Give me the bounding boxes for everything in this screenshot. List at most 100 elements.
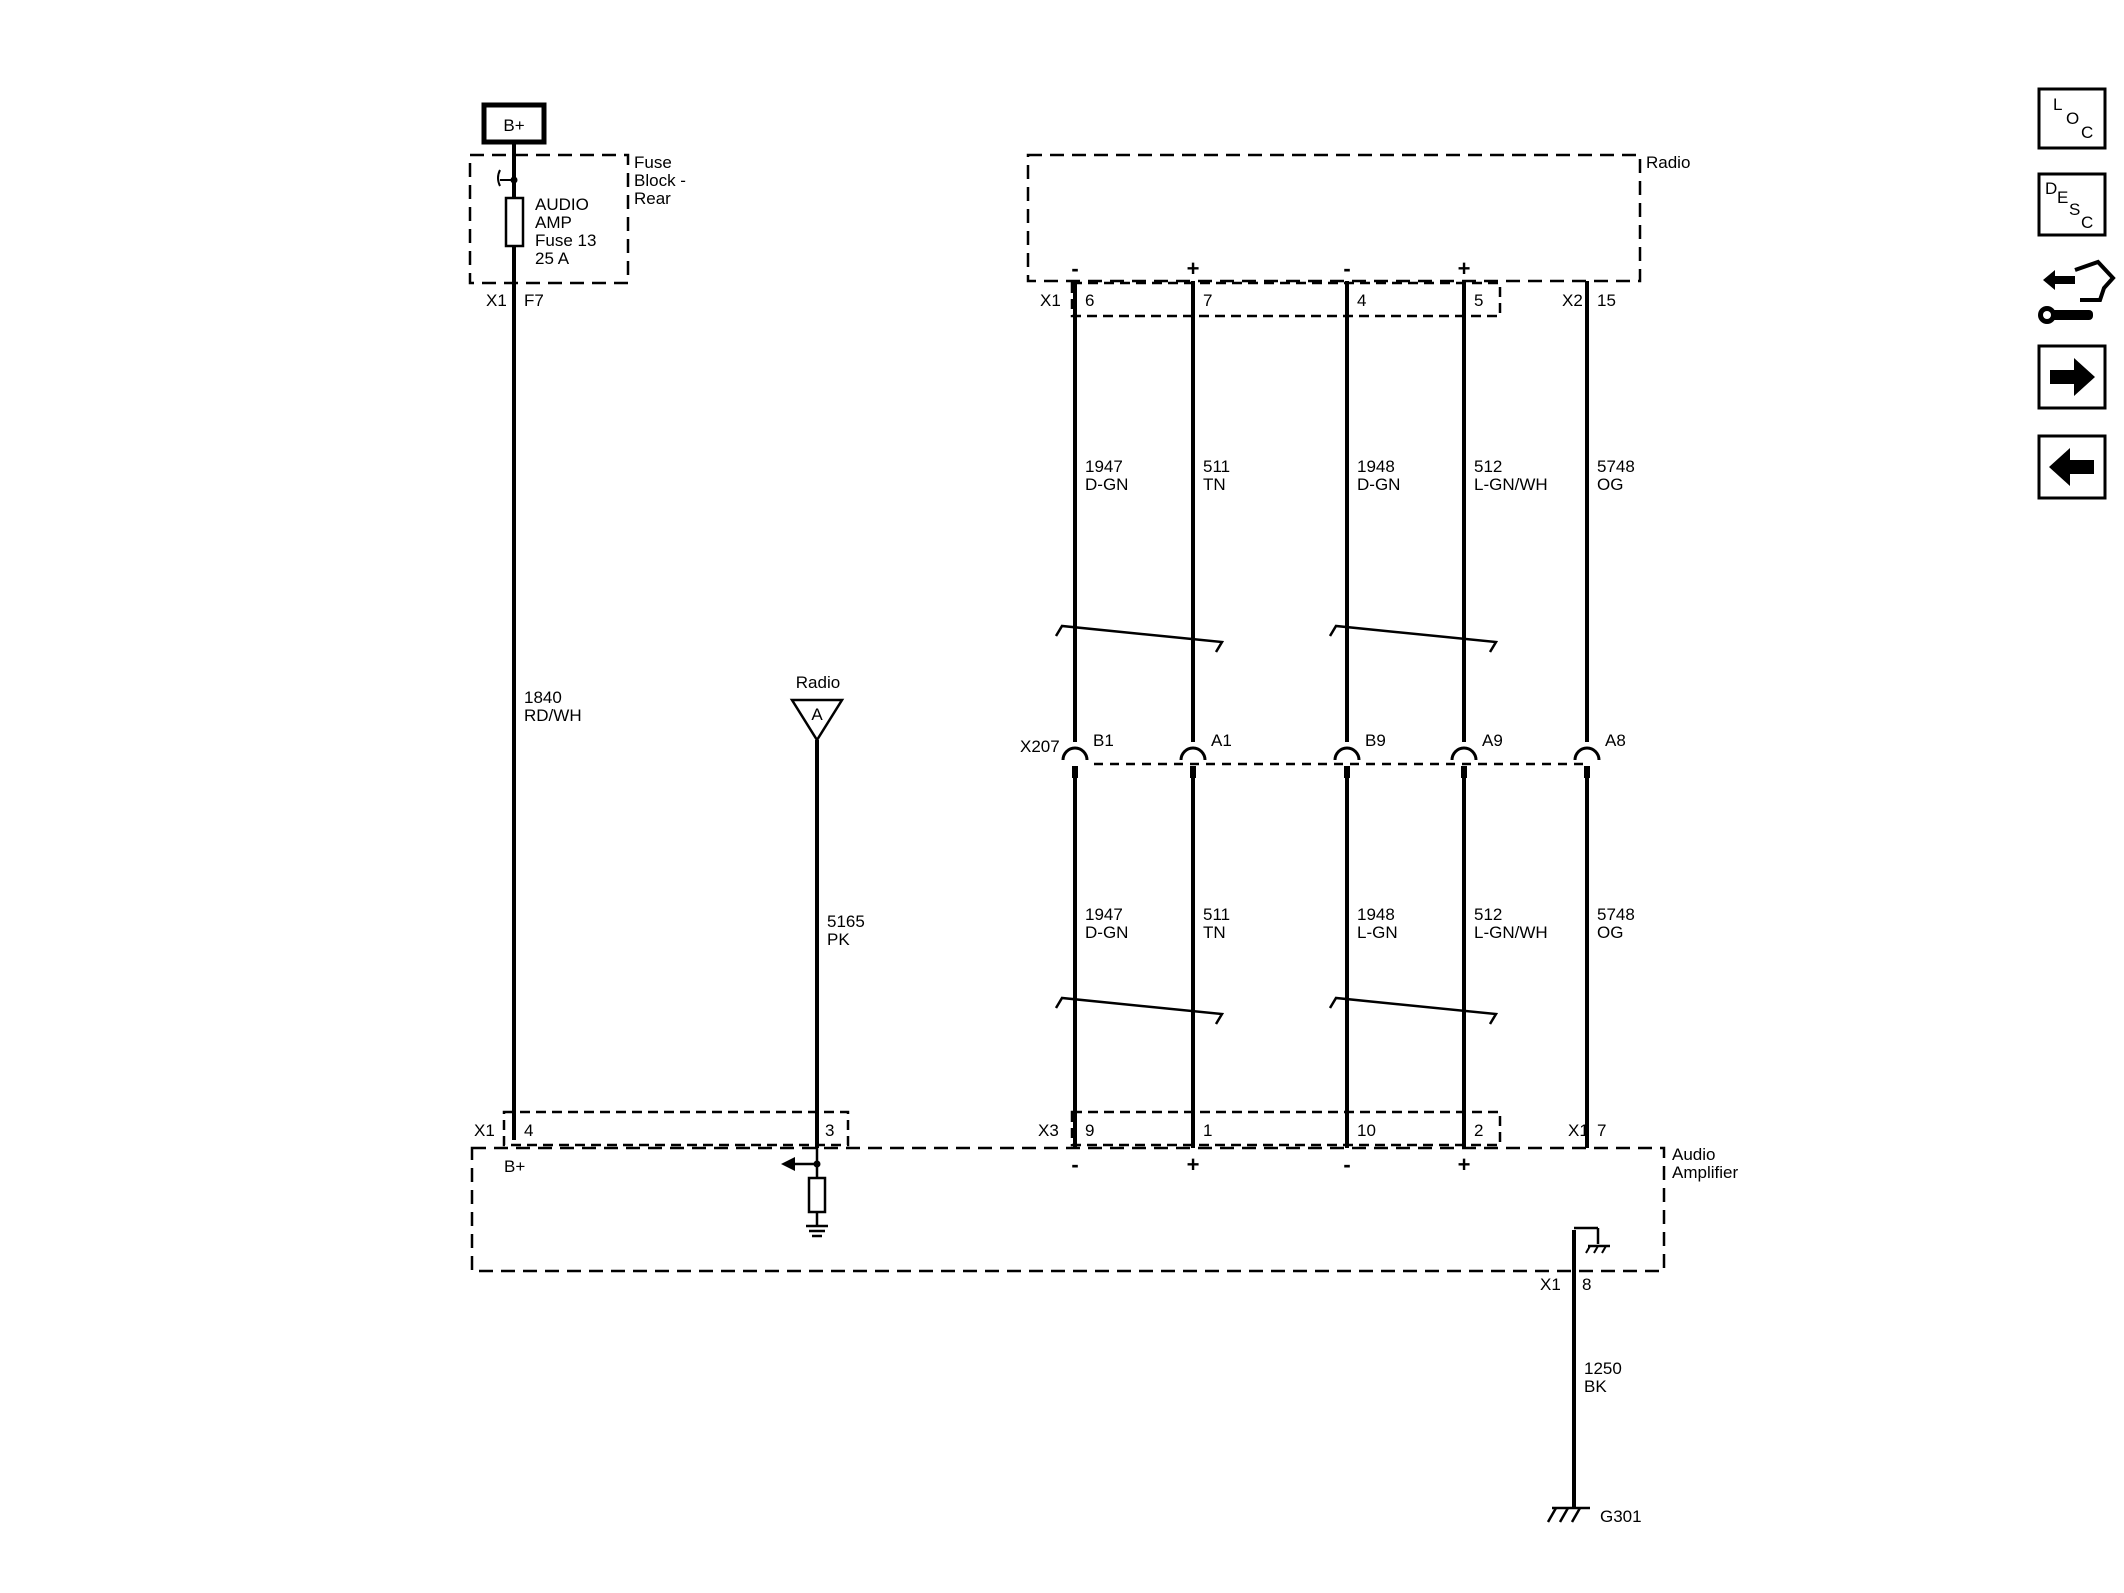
wrench-icon [2047, 310, 2093, 320]
fuse-icon [504, 196, 525, 248]
x207-pin: B1 [1093, 731, 1114, 750]
amp-power-pin: 4 [524, 1121, 533, 1140]
arrow-right-icon [2050, 358, 2095, 396]
amp-x1-right-label: X1 [1568, 1121, 1589, 1140]
connector-view-button[interactable] [2038, 259, 2116, 324]
x207-pin: A1 [1211, 731, 1232, 750]
g301-label: G301 [1600, 1507, 1642, 1526]
fuse-block-pin: F7 [524, 291, 544, 310]
amp-x1-label: X1 [474, 1121, 495, 1140]
svg-text:S: S [2069, 200, 2080, 219]
amp-pin: 7 [1597, 1121, 1606, 1140]
svg-text:C: C [2081, 213, 2093, 232]
x207-male-terminal [1461, 766, 1467, 778]
x207-male-terminal [1072, 766, 1078, 778]
radio-pin: 4 [1357, 291, 1366, 310]
amp-polarity: + [1458, 1152, 1471, 1177]
fuse-block-connector: X1 [486, 291, 507, 310]
previous-page-button[interactable] [2037, 434, 2107, 500]
x207-male-terminal [1344, 766, 1350, 778]
amp-pin: 10 [1357, 1121, 1376, 1140]
svg-text:L: L [2053, 95, 2062, 114]
battery-power-source: B+ [481, 102, 547, 145]
radio-module: Radio [1026, 153, 1690, 283]
x207-pin: A9 [1482, 731, 1503, 750]
twisted-pair-markers [1054, 624, 1499, 1025]
amp-ground-connector: X1 [1540, 1275, 1561, 1294]
twisted-pair-1-upper [1054, 624, 1225, 653]
amp-polarity: + [1187, 1152, 1200, 1177]
x207-pin: A8 [1605, 731, 1626, 750]
amp-pin: 2 [1474, 1121, 1483, 1140]
radio-name: Radio [1646, 153, 1690, 172]
svg-text:D: D [2045, 179, 2057, 198]
radio-x2-label: X2 [1562, 291, 1583, 310]
amp-antenna-input [781, 1148, 828, 1238]
twisted-pair-2-upper [1328, 624, 1499, 653]
wire-label-5165: 5165 PK [827, 912, 870, 949]
description-button[interactable]: D E S C [2037, 172, 2107, 237]
audio-amplifier-module: Audio Amplifier [470, 1145, 1738, 1273]
antenna-symbol: A [811, 705, 823, 724]
antenna-icon [789, 698, 845, 743]
radio-pin: 15 [1597, 291, 1616, 310]
fuse-block-name: Fuse Block - Rear [634, 153, 691, 208]
x207-female-terminal [1179, 746, 1207, 761]
fuse-block-rear: Fuse Block - Rear AUDIO AMP Fuse 13 25 A [468, 153, 691, 285]
wire-label-1840: 1840 RD/WH [524, 688, 582, 725]
amp-ground-pin: 8 [1582, 1275, 1591, 1294]
wire-label-1250: 1250 BK [1584, 1359, 1627, 1396]
audio-amplifier-name: Audio Amplifier [1672, 1145, 1738, 1182]
fuse-label: AUDIO AMP Fuse 13 25 A [535, 195, 601, 268]
x207-female-terminal [1333, 746, 1361, 761]
battery-label: B+ [503, 116, 524, 135]
x207-female-terminal [1061, 746, 1089, 761]
radio-polarity: + [1458, 256, 1471, 281]
amp-polarity: - [1343, 1152, 1350, 1177]
amp-pin: 9 [1085, 1121, 1094, 1140]
x207-female-terminal [1573, 746, 1601, 761]
amp-pins: 9-1+10-2+7 [1071, 1121, 1606, 1177]
antenna-label: Radio [796, 673, 840, 692]
radio-antenna-reference: Radio A [789, 673, 845, 743]
arrow-left-icon [2049, 448, 2094, 486]
radio-polarity: - [1343, 256, 1350, 281]
x207-male-terminal [1190, 766, 1196, 778]
radio-pin: 6 [1085, 291, 1094, 310]
x207-male-terminal [1584, 766, 1590, 778]
amp-internal-ground [1572, 1226, 1610, 1290]
arrow-left-icon [781, 1157, 795, 1171]
x207-label: X207 [1020, 737, 1060, 756]
amp-x1-connector [502, 1110, 850, 1147]
radio-pin: 7 [1203, 291, 1212, 310]
amp-x3-label: X3 [1038, 1121, 1059, 1140]
amp-pin: 1 [1203, 1121, 1212, 1140]
radio-polarity: + [1187, 256, 1200, 281]
svg-text:O: O [2066, 109, 2079, 128]
x207-female-terminal [1450, 746, 1478, 761]
swap-arrows-icon [2043, 270, 2075, 290]
svg-text:C: C [2081, 123, 2093, 142]
radio-pins: 6-7+4-5+15 [1071, 256, 1616, 310]
location-button[interactable]: L O C [2037, 87, 2107, 150]
svg-text:E: E [2057, 188, 2068, 207]
twisted-pair-2-lower [1328, 996, 1499, 1025]
radio-pin: 5 [1474, 291, 1483, 310]
resistor-icon [807, 1176, 827, 1214]
g301-ground: G301 [1546, 1506, 1642, 1526]
radio-x1-connector [1070, 281, 1502, 318]
next-page-button[interactable] [2037, 344, 2107, 410]
